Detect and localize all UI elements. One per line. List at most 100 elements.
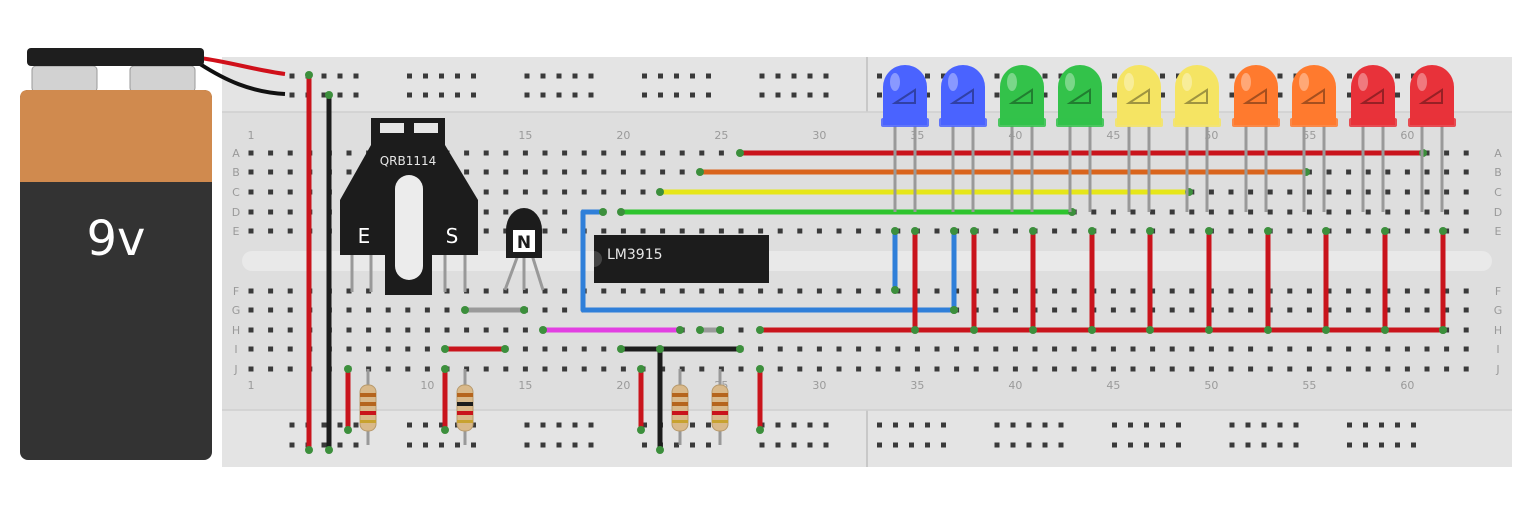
- hole: [1150, 346, 1156, 352]
- hole: [248, 288, 254, 294]
- wire-endpoint: [617, 208, 625, 216]
- sensor-window-left: [380, 123, 404, 133]
- hole: [1404, 189, 1410, 195]
- rail-hole: [455, 442, 460, 448]
- hole: [385, 307, 391, 313]
- hole: [464, 288, 470, 294]
- hole: [699, 228, 705, 234]
- hole: [424, 307, 430, 313]
- hole: [1110, 346, 1116, 352]
- hole: [1248, 228, 1254, 234]
- wire-endpoint: [305, 446, 313, 454]
- rail-hole: [877, 422, 882, 428]
- blue-signal-wire: [580, 209, 957, 313]
- rail-hole: [823, 422, 829, 428]
- hole: [542, 169, 548, 175]
- hole: [405, 327, 411, 333]
- rail-hole: [1395, 422, 1400, 428]
- hole: [1150, 288, 1156, 294]
- rail-hole: [690, 92, 695, 98]
- row-label: G: [1494, 304, 1503, 317]
- rail-hole: [791, 92, 797, 98]
- rail-hole: [1042, 422, 1048, 428]
- row-label: B: [1494, 166, 1502, 179]
- rail-hole: [289, 442, 295, 448]
- hole: [248, 228, 254, 234]
- hole: [777, 288, 783, 294]
- led-rim: [881, 118, 929, 127]
- rail-hole: [1411, 442, 1416, 448]
- wire-endpoint: [756, 326, 764, 334]
- led-body: [1175, 65, 1219, 125]
- rail-hole: [439, 73, 444, 79]
- hole: [346, 327, 352, 333]
- led-body: [883, 65, 927, 125]
- rail-hole: [994, 422, 1000, 428]
- hole: [1091, 209, 1097, 215]
- center-channel: [242, 251, 1492, 271]
- row-label: F: [1495, 285, 1501, 298]
- hole: [1130, 366, 1136, 372]
- hole: [1365, 288, 1371, 294]
- hole: [1248, 346, 1254, 352]
- led-rim: [1349, 118, 1397, 127]
- hole: [875, 366, 881, 372]
- battery-body: [20, 90, 212, 460]
- hole: [620, 169, 626, 175]
- column-label: 20: [616, 129, 630, 142]
- sensor-slot: [395, 175, 423, 280]
- hole: [1052, 346, 1058, 352]
- hole: [1424, 228, 1430, 234]
- sensor-window-right: [414, 123, 438, 133]
- column-label: 30: [812, 379, 826, 392]
- hole: [1012, 366, 1018, 372]
- wire-endpoint: [756, 426, 764, 434]
- wire-endpoint: [325, 446, 333, 454]
- rail-hole: [1010, 422, 1016, 428]
- hole: [1404, 366, 1410, 372]
- rail-hole: [524, 422, 530, 428]
- hole: [1404, 169, 1410, 175]
- wire-endpoint: [1146, 227, 1154, 235]
- lm3915-ic: LM3915: [594, 235, 769, 283]
- hole: [679, 169, 685, 175]
- rail-hole: [588, 422, 594, 428]
- hole: [1228, 288, 1234, 294]
- hole: [1444, 150, 1450, 156]
- hole: [660, 228, 666, 234]
- hole: [248, 150, 254, 156]
- led: [1349, 65, 1397, 212]
- hole: [1110, 307, 1116, 313]
- hole: [1385, 366, 1391, 372]
- hole: [503, 228, 509, 234]
- hole: [797, 228, 803, 234]
- wire-endpoint: [599, 208, 607, 216]
- ic-label: LM3915: [607, 247, 663, 263]
- hole: [366, 288, 372, 294]
- battery-cap: [27, 48, 204, 66]
- rail-hole: [1176, 442, 1181, 448]
- rail-hole: [674, 442, 679, 448]
- hole: [581, 366, 587, 372]
- wire-endpoint: [891, 286, 899, 294]
- rail-hole: [791, 442, 797, 448]
- rail-hole: [439, 422, 444, 428]
- wire-endpoint: [756, 365, 764, 373]
- rail-hole: [423, 92, 428, 98]
- hole: [1444, 366, 1450, 372]
- hole: [1326, 209, 1332, 215]
- hole: [1424, 189, 1430, 195]
- rail-hole: [455, 73, 460, 79]
- rail-hole: [994, 73, 1000, 79]
- hole: [914, 346, 920, 352]
- hole: [483, 228, 489, 234]
- wire-endpoint: [1439, 326, 1447, 334]
- rail-hole: [1128, 442, 1133, 448]
- hole: [1424, 366, 1430, 372]
- wire-endpoint: [1205, 227, 1213, 235]
- hole: [248, 307, 254, 313]
- hole: [581, 346, 587, 352]
- hole: [581, 189, 587, 195]
- hole: [601, 346, 607, 352]
- rail-hole: [658, 92, 663, 98]
